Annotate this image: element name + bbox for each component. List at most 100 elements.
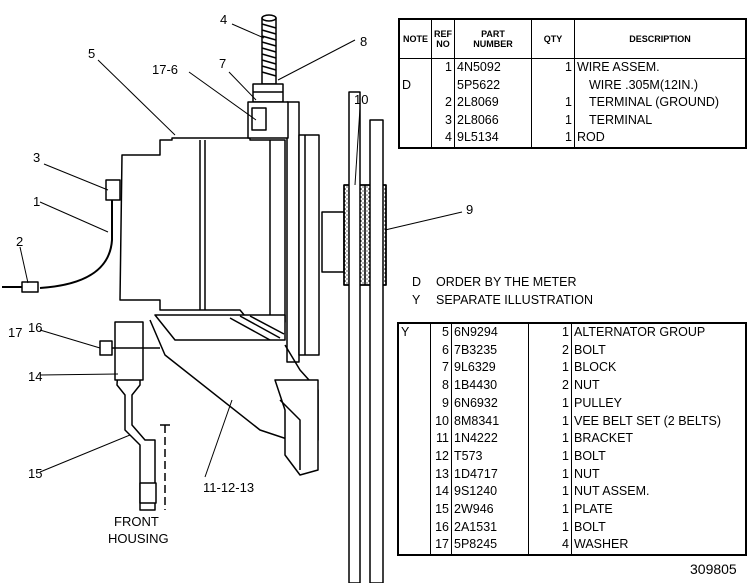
cell-note	[398, 501, 431, 519]
callout-10: 10	[354, 92, 368, 107]
callout-15: 15	[28, 466, 42, 481]
cell-qty: 1	[531, 94, 575, 112]
cell-note	[398, 359, 431, 378]
cell-part: 2W946	[451, 501, 529, 519]
cell-ref: 12	[430, 447, 452, 466]
alternator-body	[119, 137, 286, 323]
table-row: 3 2L8066 1 TERMINAL	[399, 111, 746, 129]
legend-key: Y	[412, 293, 421, 307]
header-qty: QTY	[531, 19, 575, 59]
cell-ref: 10	[430, 412, 452, 431]
cell-note	[398, 447, 431, 466]
callout-17-6: 17-6	[152, 62, 178, 77]
table-row: 2 2L8069 1 TERMINAL (GROUND)	[399, 94, 746, 112]
cell-desc: BOLT	[574, 448, 606, 463]
cell-part: 7B3235	[451, 341, 529, 360]
cell-ref: 1	[431, 58, 455, 77]
cell-desc: TERMINAL	[589, 112, 653, 127]
cell-desc: NUT	[574, 466, 600, 481]
cell-note	[398, 377, 431, 395]
cell-qty	[531, 76, 575, 94]
cell-ref: 13	[430, 465, 452, 484]
cell-ref: 14	[430, 483, 452, 502]
cell-ref: 15	[430, 501, 452, 519]
cell-qty: 2	[528, 377, 572, 395]
cell-part: 2A1531	[451, 518, 529, 537]
pulley-and-belts	[321, 91, 387, 583]
callout-17: 17	[8, 325, 22, 340]
cell-qty: 1	[528, 359, 572, 378]
header-description: DESCRIPTION	[574, 19, 746, 59]
cell-ref: 3	[431, 111, 455, 129]
cell-qty: 1	[528, 323, 572, 342]
cell-ref: 4	[431, 129, 455, 148]
cell-qty: 1	[531, 129, 575, 148]
cell-note	[399, 58, 432, 77]
cell-note	[399, 111, 432, 129]
cell-ref: 8	[430, 377, 452, 395]
adjusting-rod	[261, 14, 277, 85]
cell-part: 9L6329	[451, 359, 529, 378]
cell-note	[398, 394, 431, 413]
cell-note	[398, 465, 431, 484]
callout-11-12-13: 11-12-13	[203, 480, 254, 495]
table-row: 4 9L5134 1 ROD	[399, 129, 746, 148]
callout-5: 5	[88, 46, 95, 61]
plate-and-nut-assembly	[99, 321, 160, 511]
callout-4: 4	[220, 12, 227, 27]
cell-qty: 1	[528, 430, 572, 448]
callout-7: 7	[219, 56, 226, 71]
legend-key: D	[412, 275, 422, 289]
cell-ref: 2	[431, 94, 455, 112]
cell-part: 4N5092	[454, 58, 532, 77]
cell-qty: 1	[528, 501, 572, 519]
cell-qty: 1	[528, 465, 572, 484]
cell-part: 5P5622	[454, 76, 532, 94]
cell-part: 1D4717	[451, 465, 529, 484]
cell-note	[399, 94, 432, 112]
front-housing-label-line2: HOUSING	[108, 531, 169, 546]
cell-desc: PULLEY	[574, 395, 622, 410]
cell-qty: 1	[531, 58, 575, 77]
cell-ref: 7	[430, 359, 452, 378]
legend-text: SEPARATE ILLUSTRATION	[436, 293, 593, 307]
cell-desc: NUT ASSEM.	[574, 484, 650, 499]
cell-ref: 16	[430, 518, 452, 537]
callout-labels: 4 8 5 17-6 7 10 3 9 1 2 17 16 14 15 11-1…	[8, 12, 473, 546]
table-row: 1 4N5092 1 WIRE ASSEM.	[399, 58, 746, 77]
callout-3: 3	[33, 150, 40, 165]
leader-lines	[19, 23, 463, 478]
cell-note: Y	[398, 323, 431, 342]
cell-desc: PLATE	[574, 502, 613, 517]
legend-item-y: Y SEPARATE ILLUSTRATION	[412, 293, 593, 307]
cell-part: 2L8069	[454, 94, 532, 112]
cell-part: 9S1240	[451, 483, 529, 502]
cell-qty: 1	[528, 412, 572, 431]
cell-note	[399, 129, 432, 148]
rod-nuts-and-block	[247, 83, 289, 139]
cell-desc: BLOCK	[574, 360, 617, 375]
cell-ref: 6	[430, 341, 452, 360]
illustration-number: 309805	[690, 561, 737, 577]
cell-ref: 5	[430, 323, 452, 342]
cell-qty: 2	[528, 341, 572, 360]
cell-part: 9L5134	[454, 129, 532, 148]
cell-part: 8M8341	[451, 412, 529, 431]
header-note: NOTE	[399, 19, 432, 59]
cell-qty: 1	[531, 111, 575, 129]
cell-part: 6N6932	[451, 394, 529, 413]
wire-assembly	[2, 179, 121, 293]
cell-qty: 1	[528, 483, 572, 502]
cell-ref: 9	[430, 394, 452, 413]
cell-ref	[431, 76, 455, 94]
callout-1: 1	[33, 194, 40, 209]
callout-14: 14	[28, 369, 42, 384]
